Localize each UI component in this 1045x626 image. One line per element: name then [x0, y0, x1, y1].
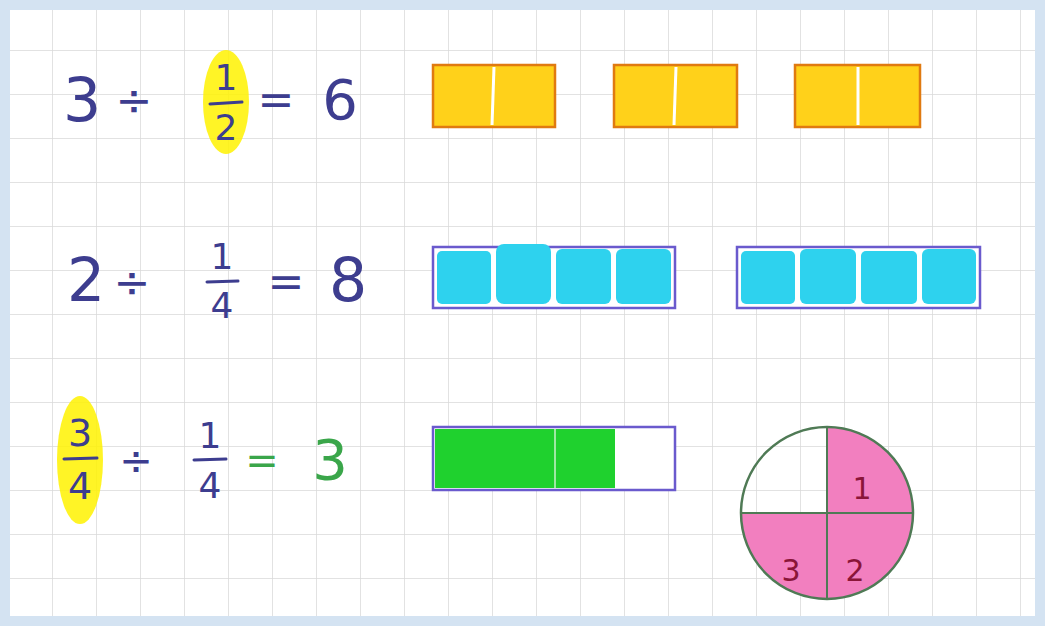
fraction-bar: [210, 102, 242, 104]
numerator: 1: [211, 239, 234, 275]
fraction-bar: [207, 281, 238, 282]
operator: =: [268, 260, 305, 304]
quotient: 8: [329, 250, 367, 310]
fraction-bar: [64, 458, 97, 459]
quarter-bars: [433, 244, 980, 308]
operator: =: [258, 78, 295, 122]
fraction-circle: 1 2 3: [739, 425, 915, 601]
dividend: 2: [67, 250, 105, 310]
denominator: 4: [211, 288, 234, 324]
circle-border: [741, 427, 913, 599]
quotient: 3: [312, 432, 348, 488]
segment-number: 2: [845, 556, 864, 586]
operator: ÷: [114, 260, 151, 304]
frame: [5, 5, 1040, 621]
three-quarter-bar: [433, 427, 675, 490]
numerator: 1: [215, 60, 238, 96]
quarter-line: [826, 427, 828, 599]
half-bars: [433, 65, 920, 127]
segment-number: 3: [781, 556, 800, 586]
operator: =: [245, 440, 279, 480]
denominator: 4: [68, 467, 92, 505]
highlight: [203, 50, 249, 154]
circle-outline: [739, 425, 915, 601]
numerator: 3: [68, 414, 92, 452]
denominator: 2: [215, 110, 238, 146]
operator: ÷: [116, 78, 153, 122]
segment-number: 1: [852, 474, 871, 504]
quotient: 6: [322, 72, 358, 128]
numerator: 1: [199, 418, 222, 454]
fraction-bar: [194, 459, 226, 460]
highlight: [57, 396, 103, 524]
dividend: 3: [63, 70, 101, 130]
operator: ÷: [119, 440, 153, 480]
denominator: 4: [199, 468, 222, 504]
